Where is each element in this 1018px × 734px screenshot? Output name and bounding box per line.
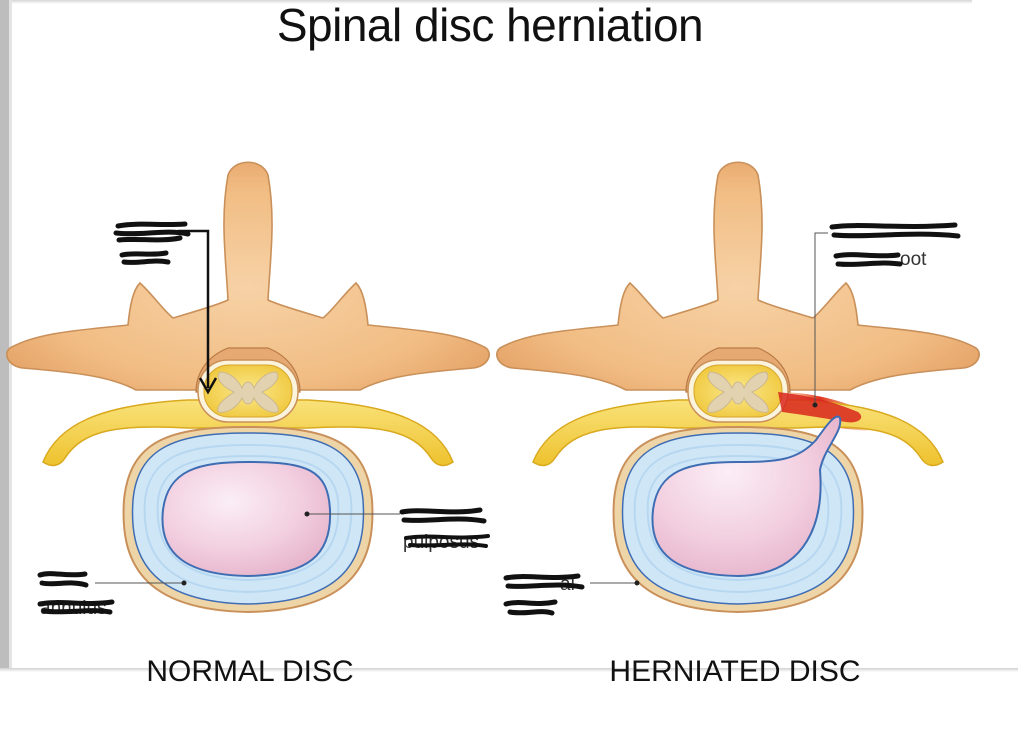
- herniated-vertebra: [495, 161, 981, 613]
- herniated-disc-caption: HERNIATED DISC: [609, 655, 861, 688]
- normal-nucleus: [161, 460, 332, 578]
- nerve-root-leader-line: [814, 232, 828, 405]
- diagram-title: Spinal disc herniation: [276, 0, 704, 51]
- page-bottom-shadow: [0, 668, 1018, 672]
- page-edge-highlight: [9, 0, 12, 670]
- normal-vertebra: [5, 161, 491, 613]
- page-edge-shadow: [0, 0, 9, 670]
- page-top-shadow: [12, 0, 972, 4]
- normal-disc-caption: NORMAL DISC: [146, 655, 354, 688]
- herniated-nucleus: [651, 415, 842, 578]
- hand-drawn-arrow: [178, 229, 210, 388]
- nerve-root-label-partial: oot: [900, 249, 927, 270]
- redaction-scribbles: [37, 221, 961, 616]
